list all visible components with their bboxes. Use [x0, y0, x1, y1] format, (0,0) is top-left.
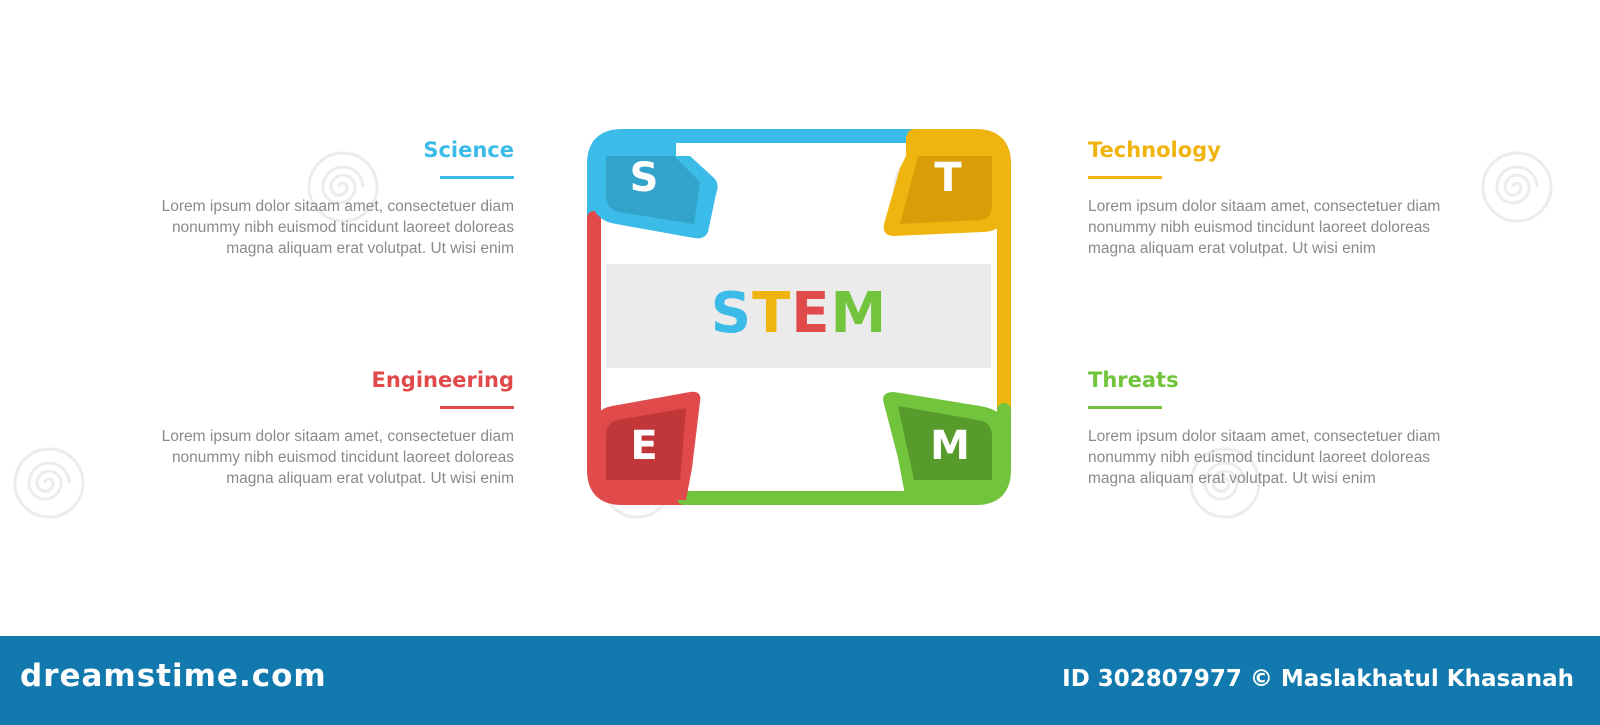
corner-letter-e: E: [630, 423, 658, 469]
stem-letter-t: T: [752, 281, 792, 346]
dreamstime-logo[interactable]: dreamstime.com: [20, 658, 327, 694]
stem-frame: [587, 129, 1011, 505]
science-title: Science: [423, 138, 514, 162]
threats-underline: [1088, 406, 1162, 409]
engineering-title: Engineering: [371, 368, 515, 392]
footer-bar: dreamstime.com ID 302807977 © Maslakhatu…: [0, 636, 1600, 725]
technology-title: Technology: [1088, 138, 1221, 162]
stem-letter-e: E: [791, 281, 831, 346]
center-band: [606, 264, 991, 368]
engineering-description: Lorem ipsum dolor sitaam amet, consectet…: [161, 428, 514, 487]
engineering-block: Engineering Lorem ipsum dolor sitaam ame…: [114, 366, 514, 489]
science-underline: [440, 176, 514, 179]
science-block: Science Lorem ipsum dolor sitaam amet, c…: [114, 136, 514, 259]
threats-description: Lorem ipsum dolor sitaam amet, consectet…: [1088, 428, 1441, 487]
image-credit: ID 302807977 © Maslakhatul Khasanah: [1062, 666, 1574, 692]
science-description: Lorem ipsum dolor sitaam amet, consectet…: [161, 198, 514, 257]
watermark-swirl-icon: [1189, 447, 1261, 519]
watermark-swirl-icon: [13, 447, 85, 519]
stem-letter-s: S: [710, 281, 753, 346]
watermark-swirl-icon: [1481, 151, 1553, 223]
stem-title: STEM: [584, 278, 1014, 350]
corner-letter-s: S: [629, 155, 659, 201]
technology-underline: [1088, 176, 1162, 179]
threats-block: Threats Lorem ipsum dolor sitaam amet, c…: [1088, 366, 1488, 489]
corner-letter-t: T: [934, 155, 962, 201]
watermark-swirl-icon: [307, 151, 379, 223]
stem-letter-m: M: [830, 281, 888, 346]
stem-diagram: STEM S T E M: [584, 128, 1014, 508]
technology-description: Lorem ipsum dolor sitaam amet, consectet…: [1088, 198, 1441, 257]
technology-block: Technology Lorem ipsum dolor sitaam amet…: [1088, 136, 1488, 259]
corner-letter-m: M: [930, 423, 970, 469]
threats-title: Threats: [1088, 368, 1179, 392]
engineering-underline: [440, 406, 514, 409]
